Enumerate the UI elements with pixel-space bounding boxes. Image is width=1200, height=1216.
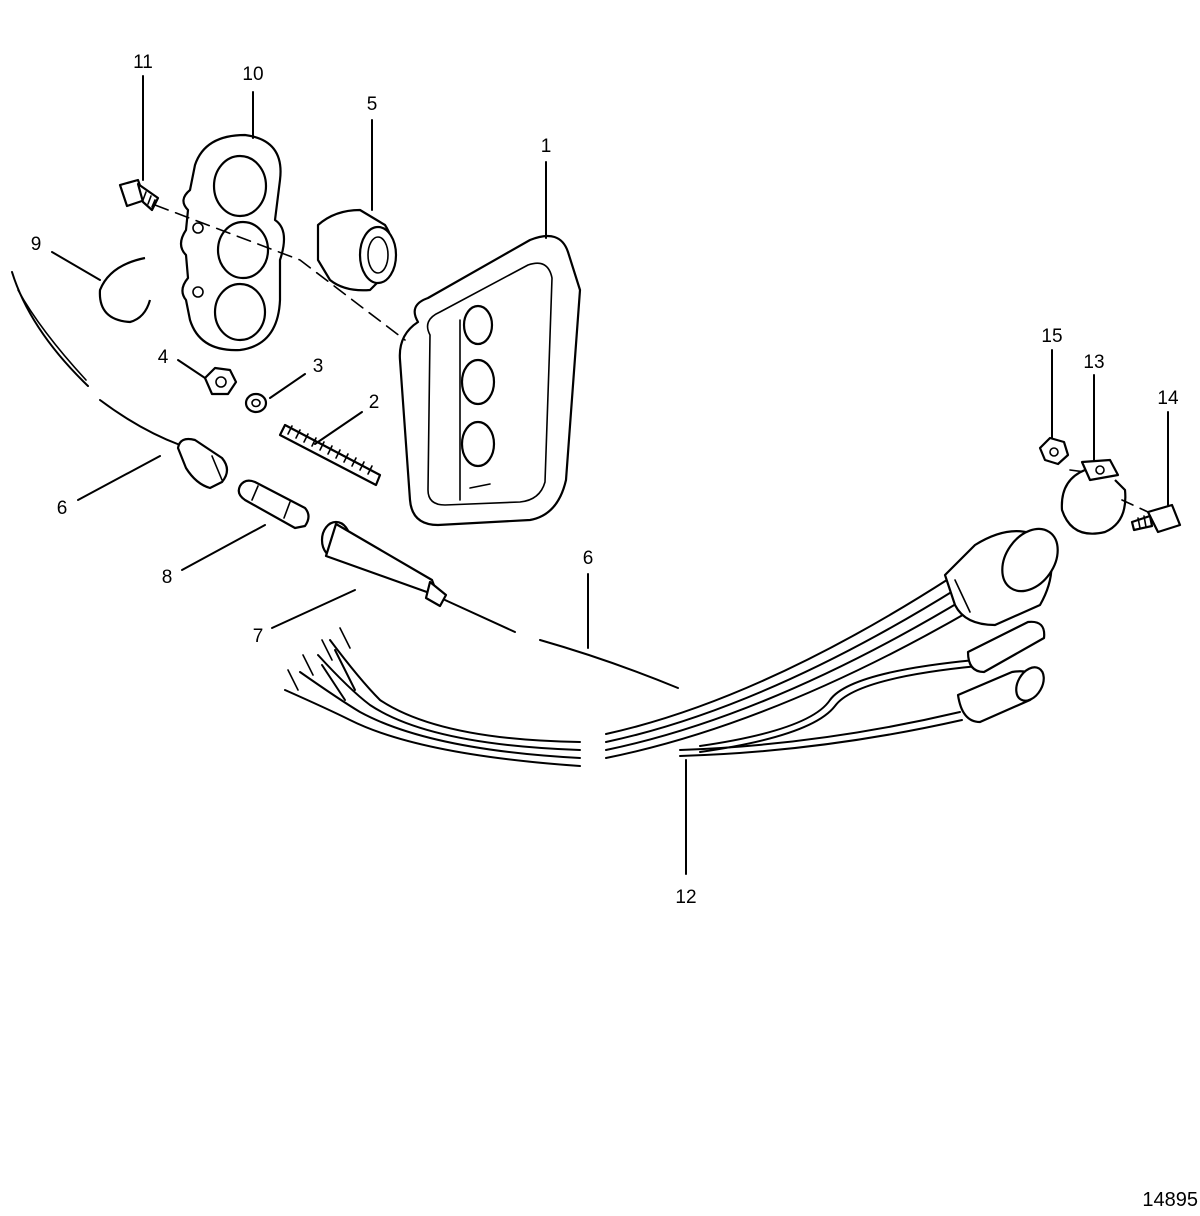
alignment-lines <box>154 204 1149 513</box>
callout-5: 5 <box>367 94 378 115</box>
callout-6-left: 6 <box>57 498 68 519</box>
switch-bracket <box>179 133 286 352</box>
callout-15: 15 <box>1041 326 1062 347</box>
retaining-ring <box>98 256 152 324</box>
wire-6-right <box>539 639 679 689</box>
callout-10: 10 <box>242 64 263 85</box>
fuse-holder <box>320 520 516 633</box>
clamp <box>1060 458 1127 535</box>
screw-11 <box>118 178 160 212</box>
wire-6-lower <box>99 399 181 446</box>
threaded-stud <box>278 423 382 487</box>
screw-14 <box>1130 503 1182 534</box>
callout-4: 4 <box>158 347 169 368</box>
callout-3: 3 <box>313 356 324 377</box>
washer-3 <box>244 392 268 414</box>
hex-nut-15 <box>1038 436 1070 466</box>
callout-1: 1 <box>541 136 552 157</box>
callout-11: 11 <box>133 52 153 73</box>
push-switch <box>316 208 398 292</box>
callout-13: 13 <box>1083 352 1104 373</box>
wire-6-upper-inner <box>17 289 87 381</box>
wiring-harness <box>284 527 1059 767</box>
switch-panel-housing <box>398 234 582 527</box>
callout-7: 7 <box>253 626 264 647</box>
wire-6-upper <box>11 271 89 387</box>
callout-8: 8 <box>162 567 173 588</box>
callout-12: 12 <box>675 887 696 908</box>
hex-nut-4 <box>203 366 238 396</box>
callout-2: 2 <box>369 392 380 413</box>
leader-lines <box>51 75 1169 875</box>
callout-6-right: 6 <box>583 548 594 569</box>
figure-number: 14895 <box>1142 1189 1198 1211</box>
callouts: 1 2 3 4 5 6 6 7 8 9 10 11 12 13 14 15 <box>31 52 1179 908</box>
callout-9: 9 <box>31 234 42 255</box>
callout-14: 14 <box>1157 388 1179 409</box>
fuse <box>237 479 310 530</box>
fuse-holder-end <box>176 437 229 490</box>
